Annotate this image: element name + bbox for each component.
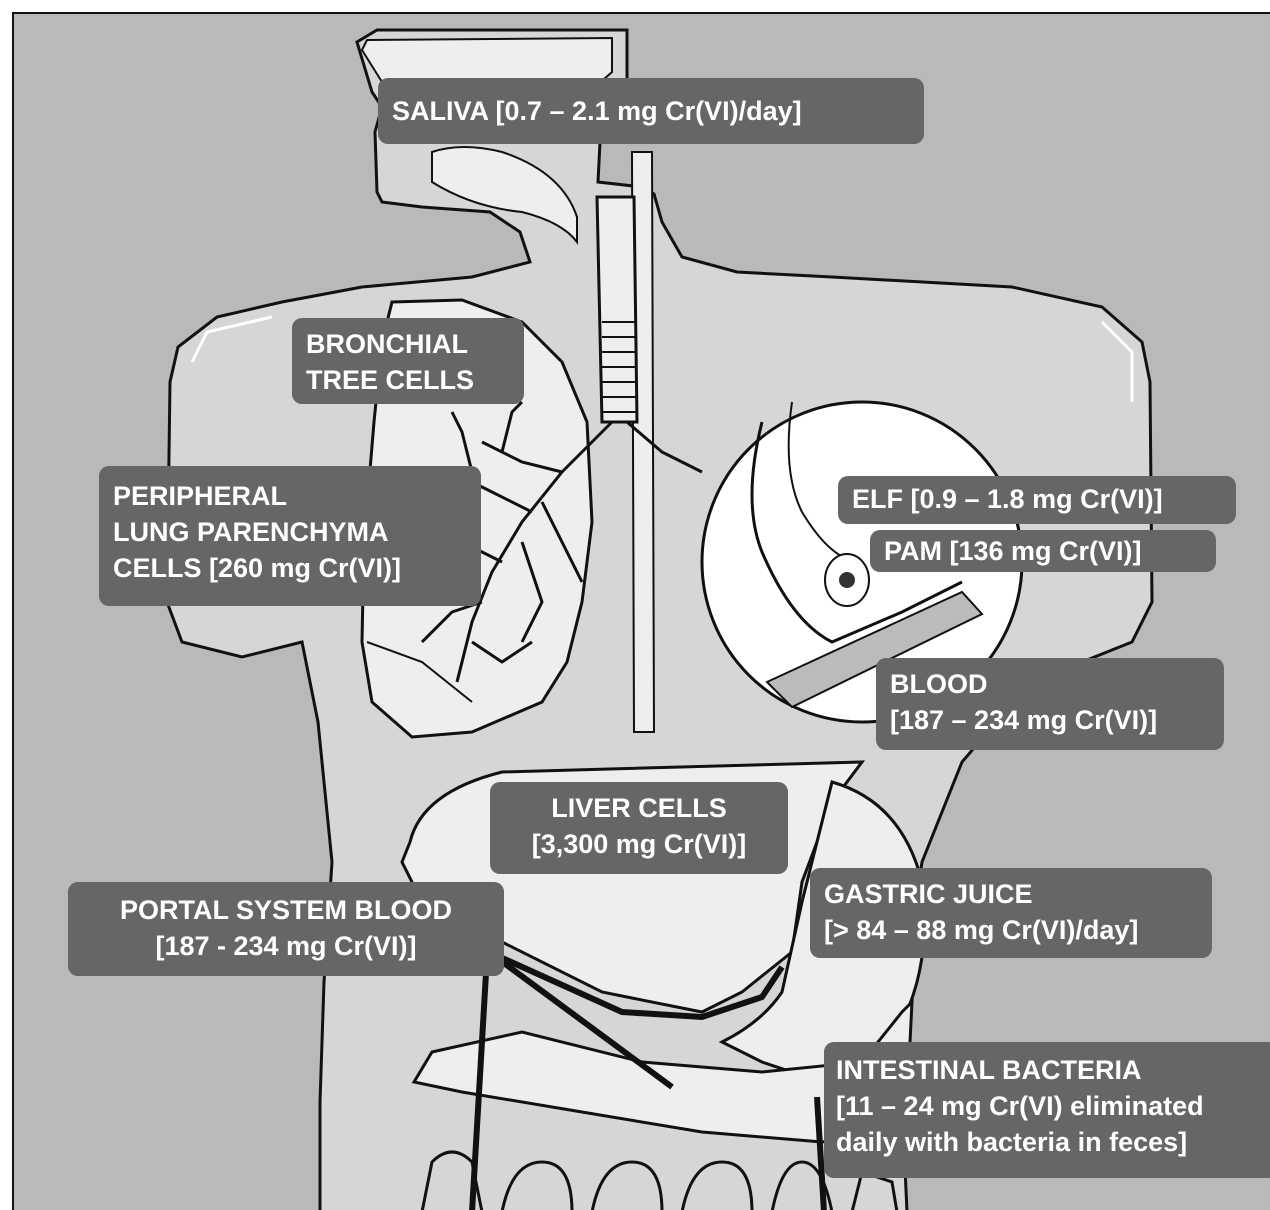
macrophage-nucleus <box>839 572 855 588</box>
intestinal-bacteria-label: INTESTINAL BACTERIA [11 – 24 mg Cr(VI) e… <box>824 1042 1270 1178</box>
elf-label: ELF [0.9 – 1.8 mg Cr(VI)] <box>838 476 1236 524</box>
pam-label: PAM [136 mg Cr(VI)] <box>870 530 1216 572</box>
peripheral-lung-parenchyma-label: PERIPHERAL LUNG PARENCHYMA CELLS [260 mg… <box>99 466 481 606</box>
trachea <box>597 197 637 422</box>
diagram-frame: SALIVA [0.7 – 2.1 mg Cr(VI)/day] BRONCHI… <box>12 12 1270 1210</box>
gastric-juice-label: GASTRIC JUICE [> 84 – 88 mg Cr(VI)/day] <box>810 868 1212 958</box>
anatomy-illustration <box>14 14 1270 1210</box>
liver-cells-label: LIVER CELLS [3,300 mg Cr(VI)] <box>490 782 788 874</box>
bronchial-tree-cells-label: BRONCHIAL TREE CELLS <box>292 318 524 404</box>
blood-label: BLOOD [187 – 234 mg Cr(VI)] <box>876 658 1224 750</box>
saliva-label: SALIVA [0.7 – 2.1 mg Cr(VI)/day] <box>378 78 924 144</box>
portal-system-blood-label: PORTAL SYSTEM BLOOD [187 - 234 mg Cr(VI)… <box>68 882 504 976</box>
